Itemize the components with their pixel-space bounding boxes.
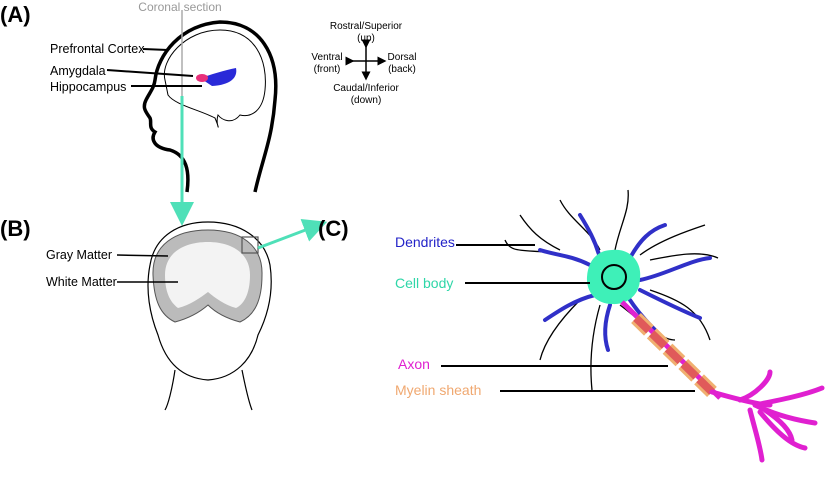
label-prefrontal-cortex: Prefrontal Cortex [50,42,145,56]
label-amygdala: Amygdala [50,64,106,78]
orientation-up: Rostral/Superior [330,21,403,32]
neuron [504,189,825,463]
cell-body-shape [586,249,641,305]
orientation-right: Dorsal [388,52,417,63]
orientation-down: Caudal/Inferior [333,83,399,94]
hippocampus-shape [200,68,237,86]
zoom-box [241,236,259,254]
label-gray-matter: Gray Matter [46,248,112,262]
zoom-arrow [257,219,328,250]
orientation-down-sub: (down) [351,95,382,106]
label-myelin-sheath: Myelin sheath [395,382,481,398]
orientation-left: Ventral [311,52,342,63]
label-cell-body: Cell body [395,275,453,291]
orientation-up-sub: (up) [357,33,375,44]
orientation-right-sub: (back) [388,64,416,75]
label-white-matter: White Matter [46,275,117,289]
axon-terminals [709,369,825,463]
panel-c-label: (C) [318,216,349,241]
label-axon: Axon [398,356,430,372]
head-profile-sagittal [142,20,278,193]
orientation-left-sub: (front) [314,64,341,75]
panel-a-label: (A) [0,2,31,27]
panel-b-label: (B) [0,216,31,241]
label-hippocampus: Hippocampus [50,80,126,94]
orientation-compass: Rostral/Superior (up) Ventral (front) Do… [311,21,416,106]
head-coronal [147,221,272,411]
coronal-section-label: Coronal section [138,0,221,14]
amygdala-shape [196,74,208,82]
white-matter [165,242,250,308]
nucleus [601,264,627,290]
label-dendrites: Dendrites [395,234,455,250]
